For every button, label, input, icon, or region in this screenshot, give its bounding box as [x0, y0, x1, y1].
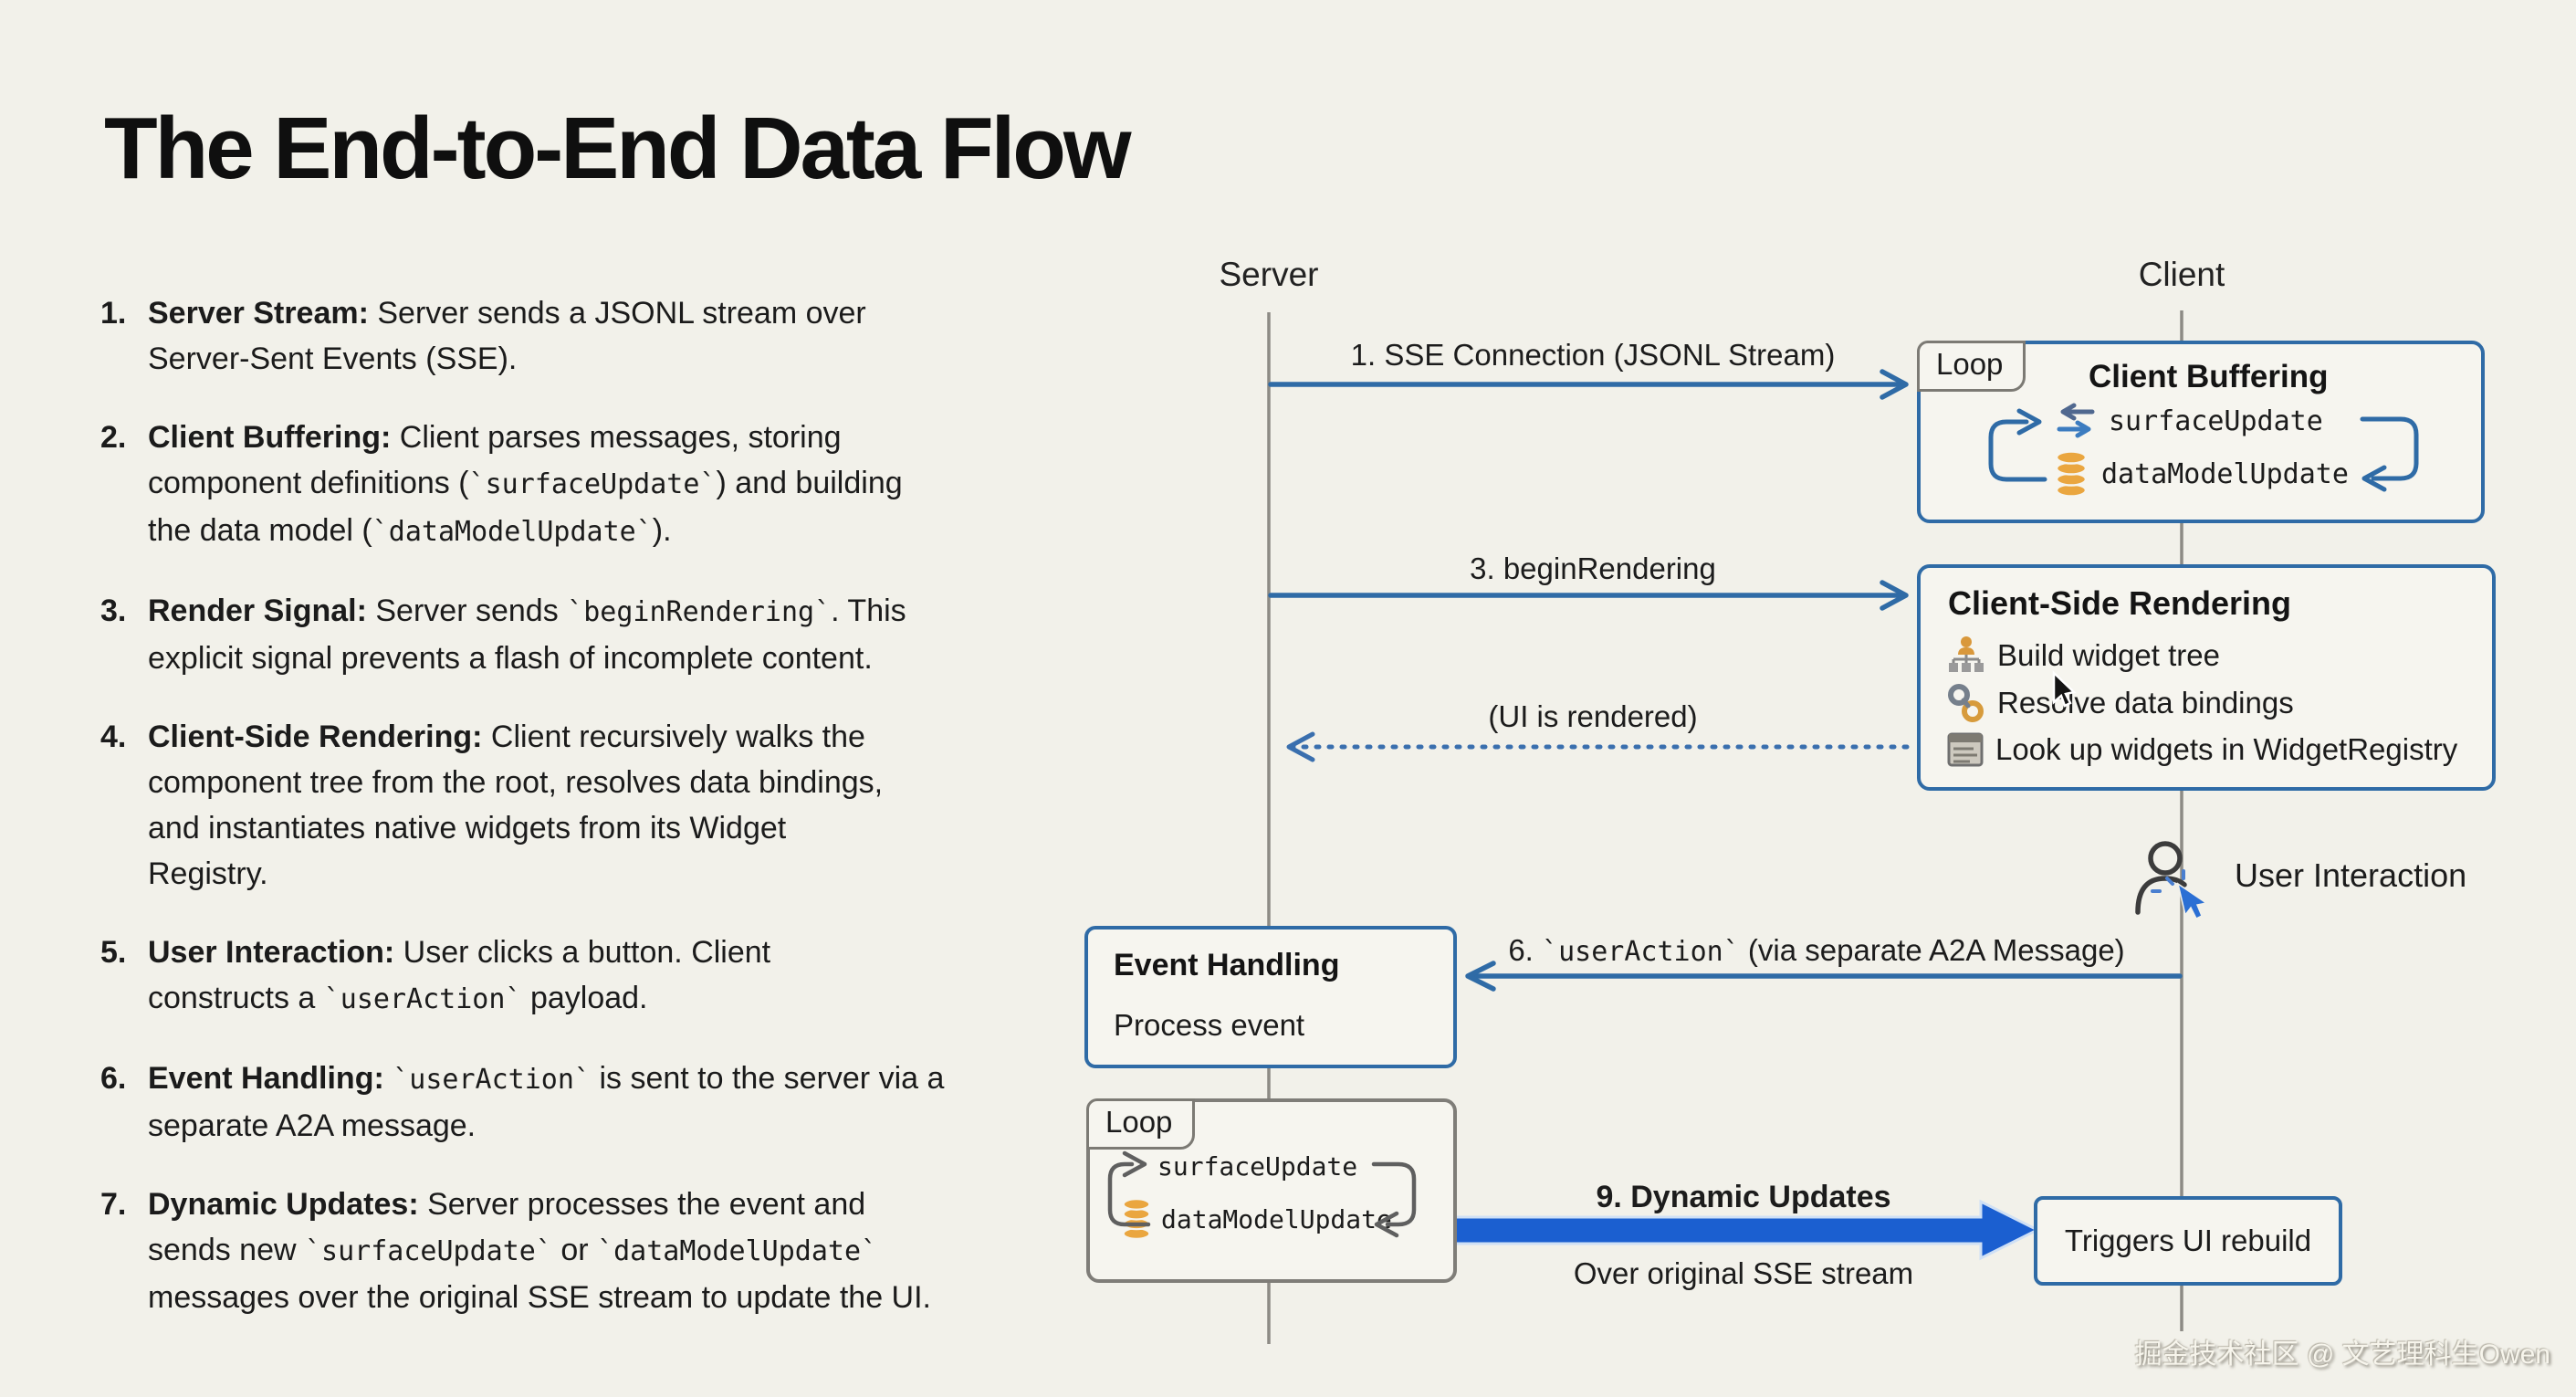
data-binding-link-icon [1948, 684, 1984, 722]
msg6-label: 6. `userAction` (via separate A2A Messag… [1497, 933, 2136, 968]
watermark: 掘金技术社区 @ 文艺理科生Owen [2134, 1339, 2551, 1370]
widget-tree-icon [1949, 636, 1984, 672]
event-handling-title: Event Handling [1114, 948, 1340, 982]
build-widget-tree-label: Build widget tree [1997, 638, 2220, 672]
surface-update-row: surfaceUpdate [2056, 403, 2323, 439]
resolve-data-bindings-row: Resolve data bindings [1946, 683, 2294, 723]
client-actor-label: Client [2138, 256, 2225, 293]
database-icon [1122, 1197, 1151, 1241]
step-number: 7. [100, 1187, 127, 1222]
step-item: 6.Event Handling: `userAction` is sent t… [100, 1056, 1178, 1149]
event-handling-box: Event Handling Process event [1084, 926, 1457, 1068]
update-loop-box: Loop surfaceUpdate dataModelUpdate [1086, 1098, 1457, 1283]
step-item: 1.Server Stream: Server sends a JSONL st… [100, 290, 1178, 382]
server-actor-label: Server [1219, 256, 1319, 293]
msg6-code: `userAction` [1542, 936, 1740, 968]
widget-registry-row: Look up widgets in WidgetRegistry [1946, 730, 2457, 769]
step-item: 5.User Interaction: User clicks a button… [100, 930, 1178, 1023]
event-handling-subtitle: Process event [1114, 1008, 1305, 1042]
user-person-icon [2135, 841, 2187, 915]
step-item: 7.Dynamic Updates: Server processes the … [100, 1182, 1178, 1320]
sse-connection-arrow [1268, 369, 1909, 400]
step-number: 3. [100, 593, 127, 628]
client-buffering-box: Loop Client Buffering surfaceUpdate [1917, 341, 2485, 523]
step-number: 2. [100, 420, 127, 455]
msg6-pre: 6. [1508, 933, 1543, 967]
resolve-data-bindings-label: Resolve data bindings [1997, 686, 2294, 720]
msg3-label: 3. beginRendering [1470, 551, 1716, 585]
msg6-post: (via separate A2A Message) [1739, 933, 2125, 967]
step-item: 2.Client Buffering: Client parses messag… [100, 415, 1178, 555]
triggers-ui-rebuild-label: Triggers UI rebuild [2064, 1224, 2312, 1257]
loop-surface-update-row: surfaceUpdate [1157, 1151, 1357, 1182]
loop-surface-update-label: surfaceUpdate [1157, 1151, 1358, 1182]
page-title: The End-to-End Data Flow [104, 100, 1132, 197]
update-loop-tag: Loop [1086, 1098, 1196, 1150]
user-interaction-label: User Interaction [2235, 856, 2467, 894]
step-item: 4.Client-Side Rendering: Client recursiv… [100, 714, 1178, 897]
loop-data-model-update-label: dataModelUpdate [1161, 1203, 1392, 1234]
click-cursor-icon [2151, 869, 2208, 920]
steps-list: 1.Server Stream: Server sends a JSONL st… [100, 290, 1178, 1353]
begin-rendering-arrow [1268, 580, 1909, 611]
data-model-update-label: dataModelUpdate [2101, 457, 2349, 490]
data-model-update-row: dataModelUpdate [2054, 450, 2349, 498]
widget-registry-label: Look up widgets in WidgetRegistry [1995, 732, 2458, 766]
client-side-rendering-box: Client-Side Rendering Build widget tree … [1917, 564, 2496, 791]
step-number: 4. [100, 720, 127, 754]
step-item: 3.Render Signal: Server sends `beginRend… [100, 588, 1178, 681]
client-side-rendering-title: Client-Side Rendering [1948, 584, 2292, 622]
client-buffering-loop-tag: Loop [1917, 341, 2026, 392]
msg1-label: 1. SSE Connection (JSONL Stream) [1350, 338, 1836, 372]
triggers-ui-rebuild-box: Triggers UI rebuild [2034, 1196, 2342, 1286]
widget-registry-icon [1947, 732, 1984, 767]
build-widget-tree-row: Build widget tree [1946, 635, 2220, 676]
surface-update-label: surfaceUpdate [2109, 404, 2323, 437]
client-buffering-title: Client Buffering [2089, 359, 2329, 394]
loop-data-model-update-row: dataModelUpdate [1121, 1197, 1392, 1241]
database-icon [2055, 450, 2088, 498]
ui-rendered-dotted-arrow [1286, 731, 1912, 762]
msg9-title-label: 9. Dynamic Updates [1596, 1180, 1891, 1214]
step-number: 1. [100, 296, 127, 331]
step-number: 6. [100, 1061, 127, 1096]
swap-arrows-icon [2057, 403, 2095, 438]
ui-rendered-label: (UI is rendered) [1488, 699, 1698, 733]
msg9-sub-label: Over original SSE stream [1573, 1256, 1914, 1290]
step-number: 5. [100, 935, 127, 970]
